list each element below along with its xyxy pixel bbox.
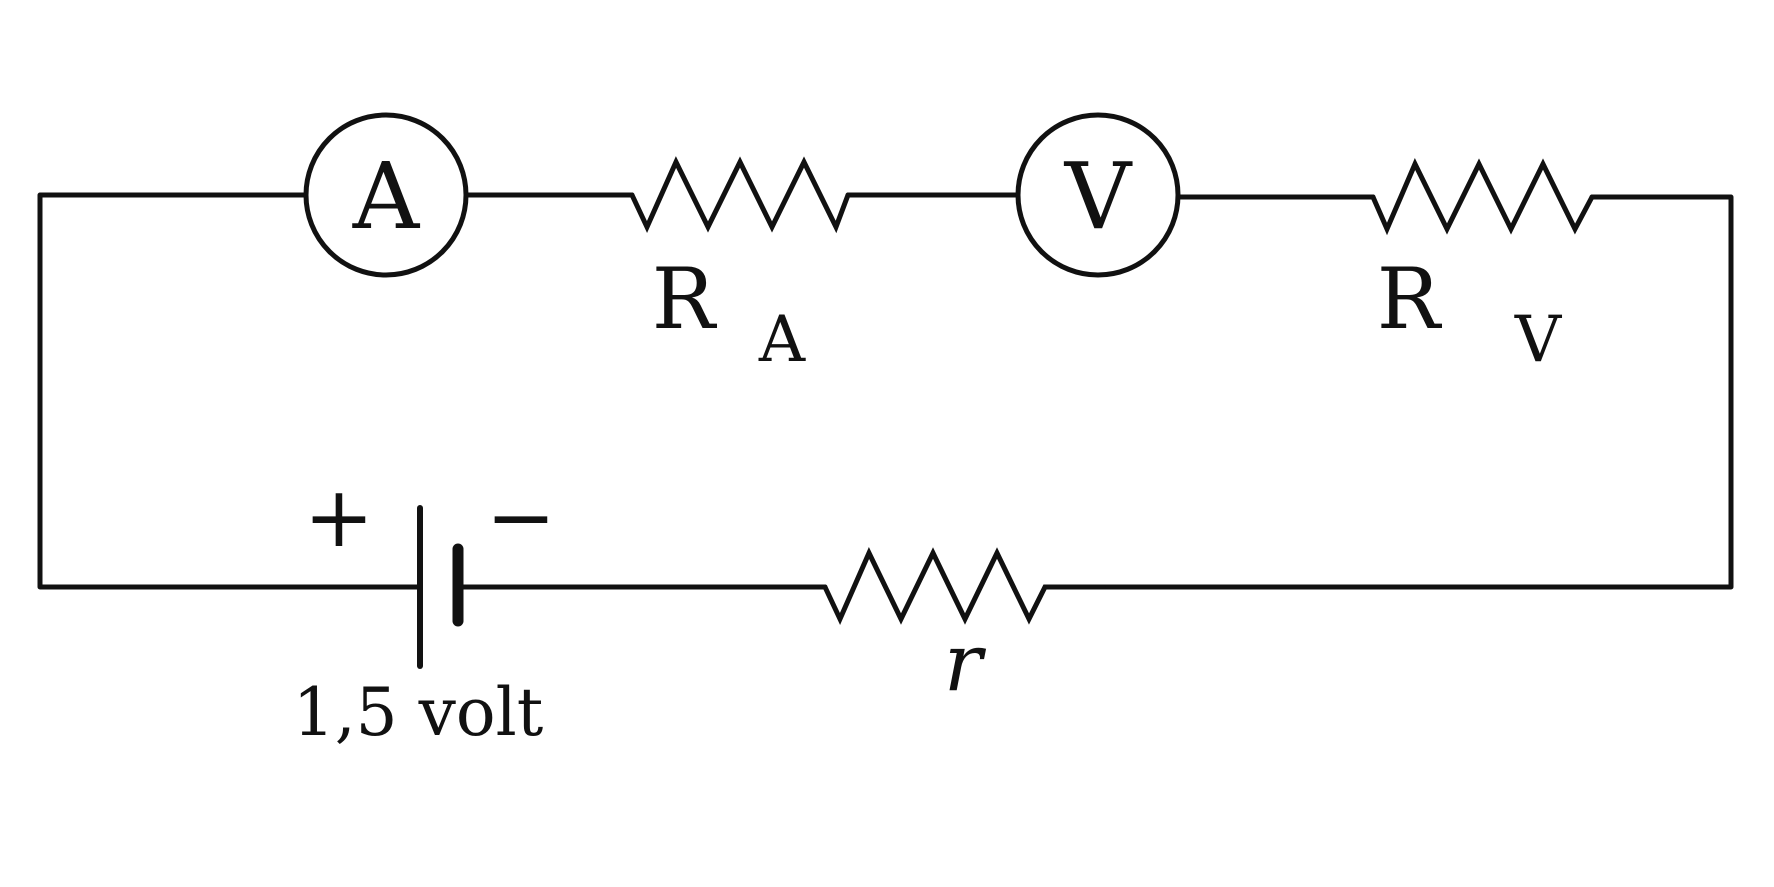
resistor-r-label: r: [944, 616, 987, 709]
ammeter-symbol: A: [352, 143, 421, 250]
resistor-rv-zigzag: [1370, 158, 1595, 236]
ammeter-circle: [303, 112, 469, 278]
wire-left-top: [37, 192, 421, 590]
resistor-ra: R A: [629, 156, 851, 377]
battery-voltage-label: 1,5 volt: [293, 674, 544, 751]
battery: + − 1,5 volt: [293, 468, 556, 751]
resistor-rv: R V: [1370, 158, 1595, 377]
resistor-ra-zigzag: [629, 156, 851, 234]
resistor-r-zigzag: [822, 547, 1106, 626]
resistor-rv-subscript: V: [1514, 303, 1563, 377]
wires: [37, 192, 1734, 590]
voltmeter: V: [1015, 112, 1181, 278]
voltmeter-circle: [1015, 112, 1181, 278]
resistor-r: r: [822, 547, 1106, 709]
ammeter: A: [303, 112, 469, 278]
wire-rv-to-right: [1100, 194, 1734, 590]
resistor-rv-label: R: [1377, 250, 1443, 348]
resistor-ra-label: R: [652, 250, 718, 348]
battery-minus-sign: −: [486, 468, 556, 566]
battery-plus-sign: +: [304, 468, 374, 566]
voltmeter-symbol: V: [1064, 143, 1133, 250]
resistor-ra-subscript: A: [758, 303, 806, 377]
